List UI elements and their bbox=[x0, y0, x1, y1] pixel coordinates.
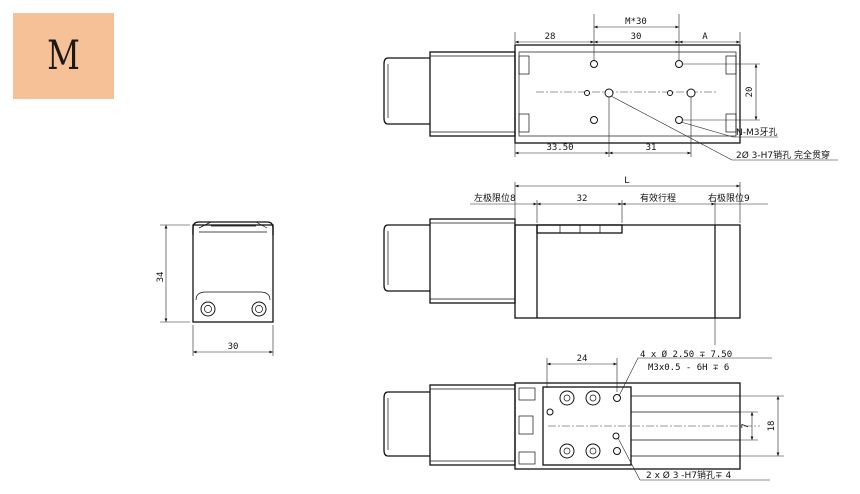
bottom-clip-3 bbox=[518, 415, 534, 435]
top-clip-1 bbox=[518, 55, 530, 75]
side-motor-body bbox=[429, 218, 516, 304]
bottom-hole-2 bbox=[585, 390, 601, 406]
top-clip-2 bbox=[518, 113, 530, 133]
top-pin-hole-2 bbox=[686, 88, 696, 98]
pins-leader bbox=[617, 437, 641, 481]
end-view-hole-right bbox=[251, 301, 267, 317]
bottom-hole-3-inner bbox=[563, 447, 571, 455]
end-view-hole-left bbox=[200, 301, 216, 317]
model-badge: M bbox=[13, 13, 114, 99]
bottom-hole-4-inner bbox=[589, 447, 597, 455]
dim-30-label: 30 bbox=[228, 342, 239, 352]
top-hole-4 bbox=[675, 116, 683, 124]
top-pin-hole-1 bbox=[604, 88, 614, 98]
end-view-hole-left-inner bbox=[204, 305, 212, 313]
side-stage-body bbox=[514, 224, 741, 319]
end-view-base-step bbox=[195, 291, 271, 301]
end-view-top-cap bbox=[192, 221, 274, 235]
bottom-clip-2 bbox=[518, 451, 536, 465]
dim-l-label: L bbox=[624, 176, 629, 186]
dim-18-label: 18 bbox=[767, 421, 777, 432]
top-motor-body bbox=[429, 51, 516, 137]
bottom-hole-1 bbox=[559, 390, 575, 406]
top-clip-3 bbox=[725, 55, 737, 75]
bottom-carriage bbox=[542, 386, 632, 466]
holes-leader bbox=[618, 357, 639, 397]
bottom-hole-4 bbox=[585, 443, 601, 459]
pins-callout: 2 x Ø 3 -H7销孔∓ 4 bbox=[646, 469, 731, 481]
top-clip-4 bbox=[725, 113, 737, 133]
bottom-pin-1 bbox=[546, 408, 554, 416]
dim-a-label: A bbox=[702, 32, 708, 42]
top-stage-body bbox=[514, 44, 741, 144]
end-view: 34 30 bbox=[156, 221, 274, 356]
bottom-hole-3 bbox=[559, 443, 575, 459]
top-hole-2 bbox=[675, 60, 683, 68]
top-stage-inner bbox=[518, 51, 737, 137]
dim-30-top-label: 30 bbox=[631, 32, 642, 42]
stroke-label: 有效行程 bbox=[640, 192, 676, 204]
dim-m30-label: M*30 bbox=[625, 17, 647, 27]
dim-33-50-label: 33.50 bbox=[546, 143, 573, 153]
dim-24-label: 24 bbox=[577, 354, 588, 364]
top-hole-3 bbox=[590, 116, 598, 124]
end-view-rail bbox=[198, 221, 268, 233]
model-letter: M bbox=[47, 33, 80, 79]
bottom-clip-1 bbox=[518, 387, 536, 401]
right-limit-label: 右极限位9 bbox=[708, 192, 750, 204]
bottom-small-hole-1 bbox=[613, 394, 621, 402]
top-hole-6 bbox=[667, 90, 673, 96]
tap-callout: N-M3牙孔 bbox=[736, 127, 777, 138]
holes-callout-1: 4 x Ø 2.50 ∓ 7.50 bbox=[640, 349, 732, 360]
pin-leader bbox=[610, 95, 733, 161]
dim-20-label: 20 bbox=[745, 87, 755, 98]
left-limit-label: 左极限位8 bbox=[474, 192, 516, 204]
side-carriage bbox=[536, 224, 623, 234]
top-hole-5 bbox=[584, 90, 590, 96]
side-motor-cap bbox=[383, 224, 430, 292]
bottom-view: 24 4 x Ø 2.50 ∓ 7.50 M3x0.5 - 6H ∓ 6 2 x… bbox=[383, 349, 784, 481]
dim-7-label: 7 bbox=[741, 423, 751, 428]
bottom-hole-1-inner bbox=[563, 394, 571, 402]
end-view-body bbox=[192, 224, 274, 323]
top-motor-cap bbox=[383, 57, 430, 125]
dim-32-label: 32 bbox=[577, 194, 588, 204]
top-hole-1 bbox=[590, 60, 598, 68]
bottom-pin-2 bbox=[612, 432, 620, 440]
end-view-hole-right-inner bbox=[255, 305, 263, 313]
pin-callout: 2Ø 3-H7销孔 完全贯穿 bbox=[736, 149, 830, 161]
bottom-small-hole-2 bbox=[613, 447, 621, 455]
dim-34-label: 34 bbox=[156, 272, 166, 283]
bottom-motor-cap bbox=[383, 391, 430, 457]
side-view: L 左极限位8 32 有效行程 右极限位9 bbox=[383, 176, 768, 345]
dim-31-label: 31 bbox=[646, 143, 657, 153]
dim-28-label: 28 bbox=[545, 32, 556, 42]
bottom-motor-body bbox=[429, 384, 516, 466]
top-view: M*30 28 30 A 20 33.50 31 N-M3牙孔 2Ø 3-H7销… bbox=[383, 14, 838, 161]
holes-callout-2: M3x0.5 - 6H ∓ 6 bbox=[648, 363, 729, 373]
tap-leader bbox=[680, 121, 734, 138]
bottom-hole-2-inner bbox=[589, 394, 597, 402]
